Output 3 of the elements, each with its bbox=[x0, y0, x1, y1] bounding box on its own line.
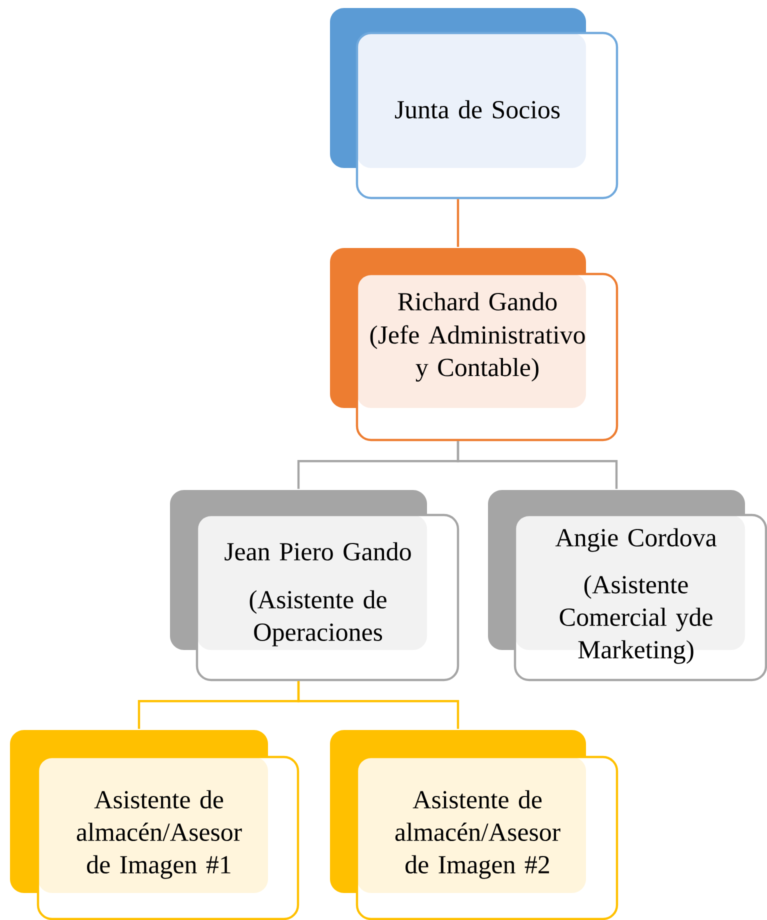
connector-line bbox=[456, 199, 460, 247]
connector-line bbox=[297, 681, 460, 729]
connector-line bbox=[456, 441, 618, 489]
